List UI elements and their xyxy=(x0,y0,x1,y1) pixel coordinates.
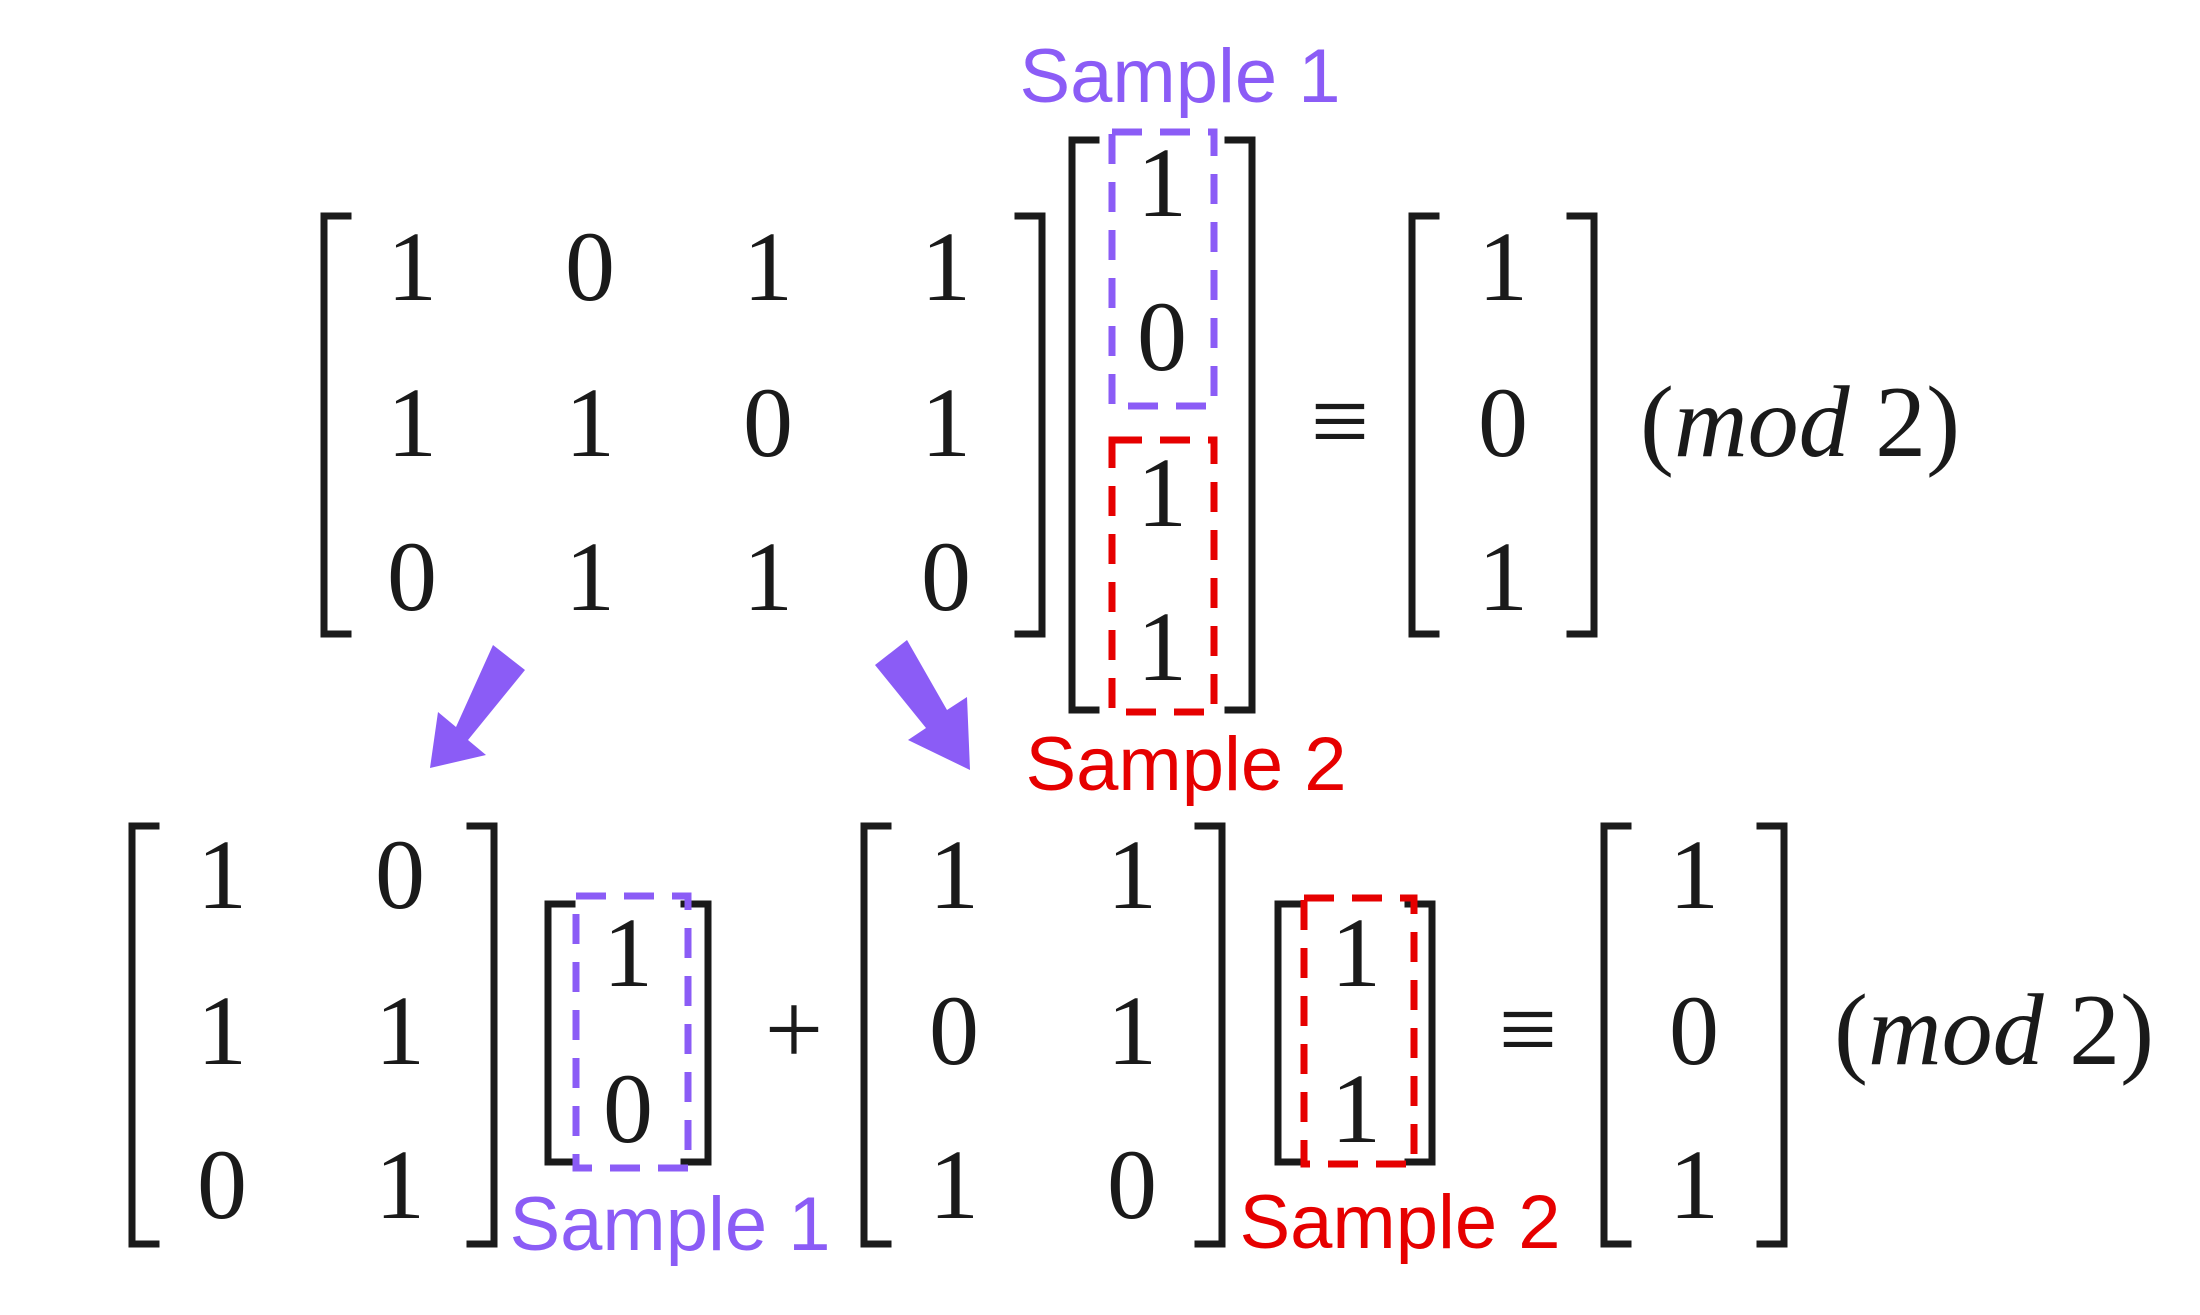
bottom-sample2-label: Sample 2 xyxy=(1239,1180,1560,1265)
top-result-cell: 0 xyxy=(1478,367,1528,478)
bottom-vector-a-right-bracket xyxy=(680,900,712,1166)
bottom-vector-a-cell: 0 xyxy=(603,1053,653,1164)
bottom-matrix-a-cell: 1 xyxy=(197,819,247,930)
top-matrix-left-bracket xyxy=(320,212,352,638)
top-vector-cell: 0 xyxy=(1137,281,1187,392)
top-matrix-cell: 1 xyxy=(387,367,437,478)
top-vector-left-bracket xyxy=(1068,136,1100,714)
top-mod-open: ( xyxy=(1640,366,1674,479)
top-matrix-cell: 1 xyxy=(743,211,793,322)
bottom-mod-expression: (mod 2) xyxy=(1834,974,2154,1087)
bottom-mod-open: ( xyxy=(1834,974,1868,1087)
top-matrix-right-bracket xyxy=(1014,212,1046,638)
arrow-down-right-icon xyxy=(875,640,970,770)
bottom-matrix-a-cell: 1 xyxy=(197,975,247,1086)
top-vector-cell: 1 xyxy=(1137,127,1187,238)
bottom-mod-word: mod xyxy=(1868,974,2045,1087)
top-matrix-cell: 1 xyxy=(743,521,793,632)
arrow-down-left-icon xyxy=(430,645,525,768)
bottom-vector-b-right-bracket xyxy=(1404,900,1436,1166)
top-result-cell: 1 xyxy=(1478,521,1528,632)
bottom-matrix-b-cell: 0 xyxy=(929,975,979,1086)
bottom-sample2-box xyxy=(1300,894,1418,1168)
bottom-result-cell: 1 xyxy=(1669,1129,1719,1240)
bottom-matrix-b-cell: 1 xyxy=(929,1129,979,1240)
bottom-matrix-b-cell: 1 xyxy=(1107,975,1157,1086)
top-matrix-cell: 1 xyxy=(565,367,615,478)
top-result-right-bracket xyxy=(1566,212,1598,638)
bottom-result-left-bracket xyxy=(1600,822,1632,1248)
bottom-result-cell: 1 xyxy=(1669,819,1719,930)
bottom-matrix-a-cell: 0 xyxy=(197,1129,247,1240)
top-mod-word: mod xyxy=(1674,366,1851,479)
bottom-matrix-a-cell: 0 xyxy=(375,819,425,930)
bottom-matrix-b-cell: 1 xyxy=(929,819,979,930)
bottom-result-cell: 0 xyxy=(1669,975,1719,1086)
top-sample2-label: Sample 2 xyxy=(1025,722,1346,807)
bottom-matrix-a-right-bracket xyxy=(466,822,498,1248)
top-matrix-cell: 1 xyxy=(565,521,615,632)
top-matrix-cell: 1 xyxy=(921,367,971,478)
bottom-matrix-b-right-bracket xyxy=(1194,822,1226,1248)
top-result-cell: 1 xyxy=(1478,211,1528,322)
top-sample1-label: Sample 1 xyxy=(1019,34,1340,119)
top-matrix-cell: 1 xyxy=(387,211,437,322)
bottom-matrix-a-cell: 1 xyxy=(375,1129,425,1240)
top-matrix-cell: 0 xyxy=(743,367,793,478)
bottom-matrix-b-cell: 0 xyxy=(1107,1129,1157,1240)
top-equiv-symbol: ≡ xyxy=(1311,364,1370,479)
top-vector-right-bracket xyxy=(1224,136,1256,714)
bottom-matrix-b-left-bracket xyxy=(860,822,892,1248)
bottom-matrix-b-cell: 1 xyxy=(1107,819,1157,930)
bottom-vector-a-left-bracket xyxy=(544,900,576,1166)
top-equation: 1 0 1 1 1 1 0 1 0 1 1 0 1 0 1 1 Sample 1… xyxy=(320,34,1960,807)
top-vector-cell: 1 xyxy=(1137,437,1187,548)
bottom-equiv-symbol: ≡ xyxy=(1499,972,1558,1087)
bottom-mod-num: 2) xyxy=(2044,974,2154,1087)
bottom-vector-b-cell: 1 xyxy=(1331,1053,1381,1164)
bottom-matrix-a-cell: 1 xyxy=(375,975,425,1086)
top-matrix-cell: 0 xyxy=(921,521,971,632)
top-sample1-box xyxy=(1108,128,1218,410)
bottom-matrix-a-left-bracket xyxy=(128,822,160,1248)
bottom-plus-symbol: + xyxy=(765,972,824,1087)
bottom-sample1-label: Sample 1 xyxy=(509,1182,830,1267)
top-result-left-bracket xyxy=(1408,212,1440,638)
bottom-vector-b-cell: 1 xyxy=(1331,897,1381,1008)
bottom-vector-a-cell: 1 xyxy=(603,897,653,1008)
top-mod-expression: (mod 2) xyxy=(1640,366,1960,479)
top-mod-num: 2) xyxy=(1850,366,1960,479)
bottom-vector-b-left-bracket xyxy=(1274,900,1306,1166)
bottom-sample1-box xyxy=(572,892,692,1172)
bottom-equation: 1 0 1 1 0 1 1 0 Sample 1 + 1 1 0 1 1 0 1… xyxy=(128,819,2154,1267)
top-vector-cell: 1 xyxy=(1137,591,1187,702)
top-matrix-cell: 1 xyxy=(921,211,971,322)
top-sample2-box xyxy=(1108,436,1218,716)
top-matrix-cell: 0 xyxy=(565,211,615,322)
bottom-result-right-bracket xyxy=(1756,822,1788,1248)
top-matrix-cell: 0 xyxy=(387,521,437,632)
